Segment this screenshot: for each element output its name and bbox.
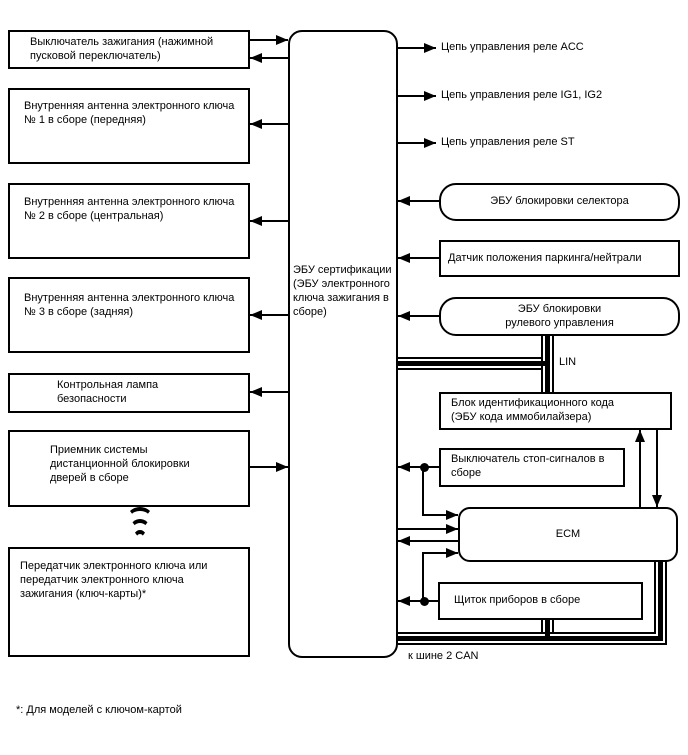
line xyxy=(398,200,439,202)
bus-line xyxy=(552,335,554,392)
line xyxy=(398,315,439,317)
arrowhead-left-icon xyxy=(250,53,262,63)
bus-line xyxy=(545,335,550,392)
line xyxy=(398,466,439,468)
park-neutral-sensor-box: Датчик положения паркинга/нейтрали xyxy=(439,240,680,277)
junction-dot xyxy=(420,597,429,606)
certification-ecu-box: ЭБУ сертификации (ЭБУ электронного ключа… xyxy=(288,30,398,658)
line xyxy=(250,57,288,59)
line xyxy=(398,528,458,530)
arrowhead-right-icon xyxy=(424,138,436,148)
ignition-switch-box: Выключатель зажигания (нажимной пусковой… xyxy=(8,30,250,69)
line xyxy=(250,123,288,125)
line xyxy=(398,257,439,259)
line xyxy=(422,514,458,516)
steering-lock-ecu-box: ЭБУ блокировки рулевого управления xyxy=(439,297,680,336)
arrowhead-up-icon xyxy=(635,430,645,442)
arrowhead-right-icon xyxy=(276,462,288,472)
bus-line xyxy=(654,560,656,634)
arrowhead-right-icon xyxy=(424,91,436,101)
st-relay-label: Цепь управления реле ST xyxy=(441,136,575,148)
id-code-box: Блок идентификационного кода (ЭБУ кода и… xyxy=(439,392,672,430)
arrowhead-down-icon xyxy=(652,495,662,507)
bus-line xyxy=(541,335,543,392)
ecm-box: ECM xyxy=(458,507,678,562)
line xyxy=(398,95,436,97)
ig-relay-label: Цепь управления реле IG1, IG2 xyxy=(441,89,603,101)
arrowhead-left-icon xyxy=(398,196,410,206)
key-antenna-1-box: Внутренняя антенна электронного ключа № … xyxy=(8,88,250,164)
bus-line xyxy=(658,560,663,641)
bus-line xyxy=(398,368,541,370)
bus-line xyxy=(665,560,667,645)
line xyxy=(398,600,438,602)
bus-line xyxy=(545,620,550,641)
wireless-arc xyxy=(130,519,150,529)
line xyxy=(639,430,641,507)
line xyxy=(250,391,288,393)
arrowhead-right-icon xyxy=(446,524,458,534)
arrowhead-left-icon xyxy=(398,596,410,606)
lin-bus-label: LIN xyxy=(559,356,577,368)
instrument-cluster-box: Щиток приборов в сборе xyxy=(438,582,643,620)
wireless-arc xyxy=(127,507,153,518)
arrowhead-right-icon xyxy=(446,510,458,520)
bus-line xyxy=(398,643,667,645)
bus-line xyxy=(398,636,663,641)
line xyxy=(398,47,436,49)
arrowhead-left-icon xyxy=(250,310,262,320)
footnote: *: Для моделей с ключом-картой xyxy=(16,704,182,716)
can-bus-label: к шине 2 CAN xyxy=(408,650,479,662)
arrowhead-left-icon xyxy=(398,253,410,263)
line xyxy=(250,314,288,316)
door-lock-receiver-box: Приемник системы дистанционной блокировк… xyxy=(8,430,250,507)
line xyxy=(398,142,436,144)
line xyxy=(422,552,424,602)
line xyxy=(656,430,658,507)
junction-dot xyxy=(420,463,429,472)
line xyxy=(250,220,288,222)
bus-line xyxy=(552,620,554,634)
stop-light-switch-box: Выключатель стоп-сигналов в сборе xyxy=(439,448,625,487)
acc-relay-label: Цепь управления реле ACC xyxy=(441,41,584,53)
key-transmitter-box: Передатчик электронного ключа или переда… xyxy=(8,547,250,657)
line xyxy=(250,466,288,468)
wireless-arc xyxy=(133,530,147,539)
arrowhead-left-icon xyxy=(250,387,262,397)
key-antenna-3-box: Внутренняя антенна электронного ключа № … xyxy=(8,277,250,353)
arrowhead-right-icon xyxy=(446,548,458,558)
key-antenna-2-box: Внутренняя антенна электронного ключа № … xyxy=(8,183,250,259)
bus-line xyxy=(398,357,541,359)
bus-line xyxy=(398,361,550,366)
shift-lock-ecu-box: ЭБУ блокировки селектора xyxy=(439,183,680,221)
line xyxy=(250,39,288,41)
arrowhead-left-icon xyxy=(250,216,262,226)
bus-line xyxy=(541,620,543,634)
arrowhead-left-icon xyxy=(398,462,410,472)
arrowhead-left-icon xyxy=(250,119,262,129)
arrowhead-right-icon xyxy=(424,43,436,53)
line xyxy=(422,466,424,516)
arrowhead-right-icon xyxy=(276,35,288,45)
arrowhead-left-icon xyxy=(398,311,410,321)
security-indicator-box: Контрольная лампа безопасности xyxy=(8,373,250,413)
line xyxy=(398,540,458,542)
arrowhead-left-icon xyxy=(398,536,410,546)
line xyxy=(422,552,458,554)
bus-line xyxy=(398,632,656,634)
